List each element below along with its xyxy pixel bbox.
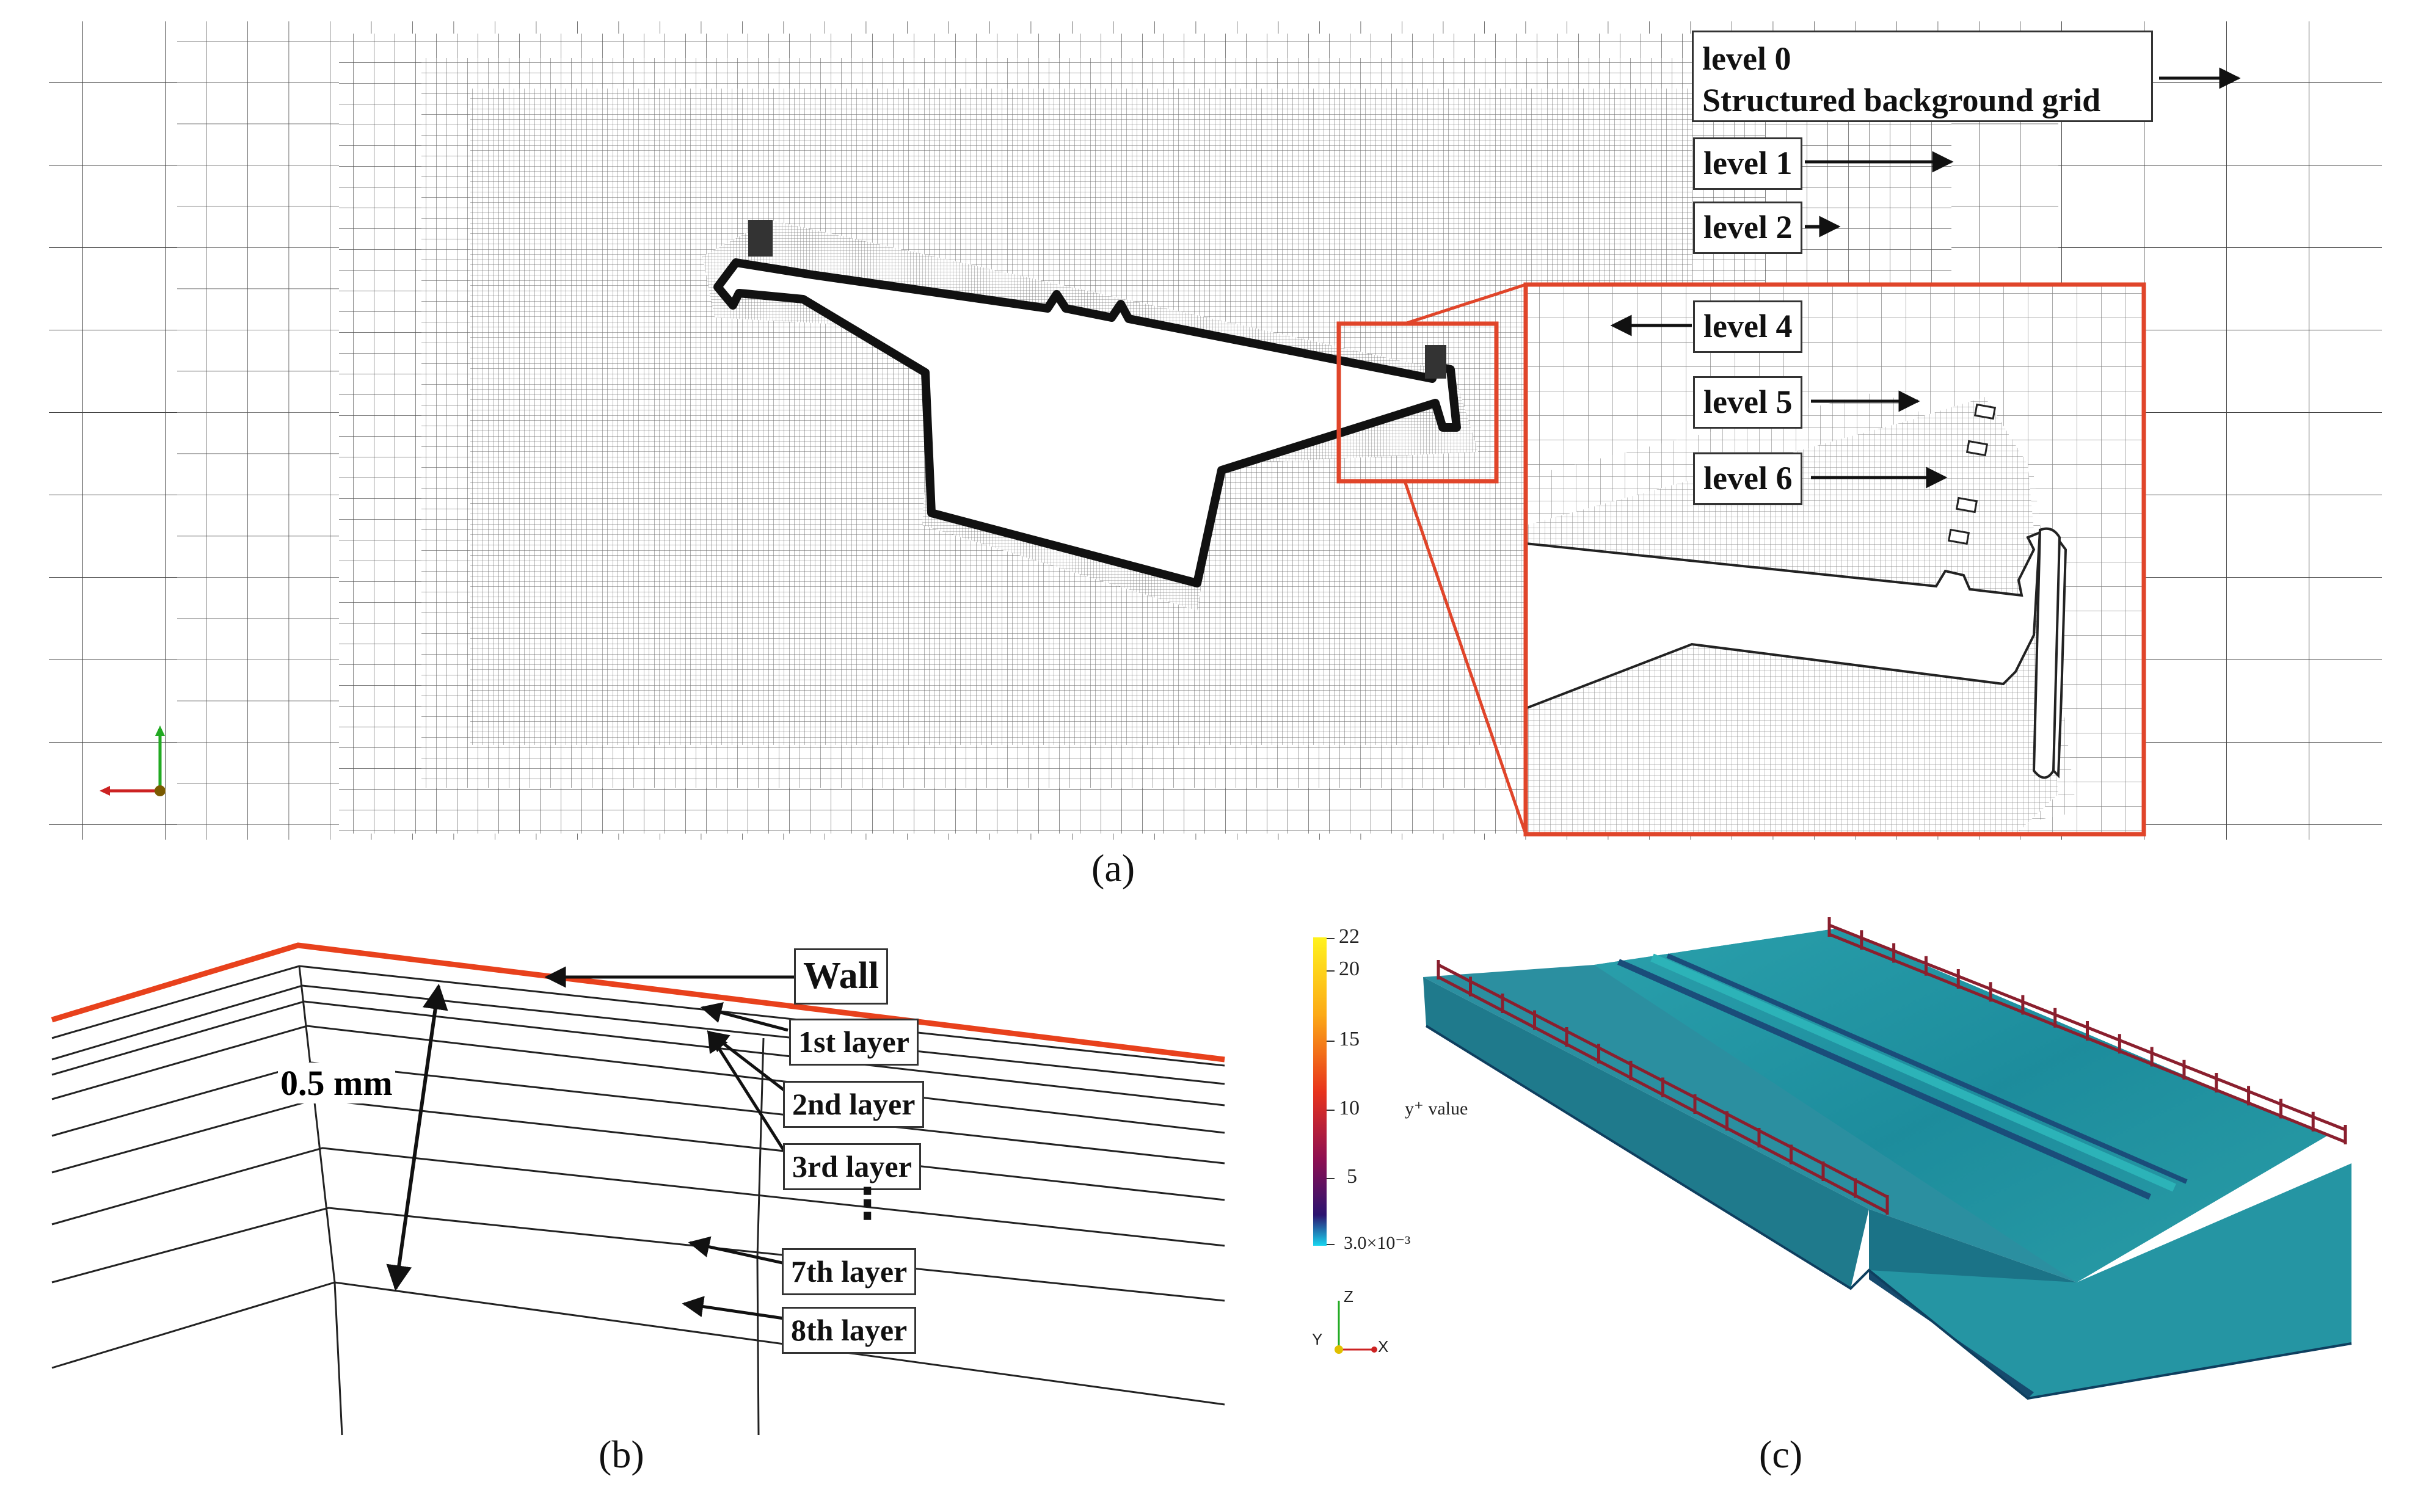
panel-b-boundary-layers: [51, 942, 1225, 1436]
colorbar-tick-min: 3.0×10⁻³: [1344, 1233, 1411, 1253]
level0-line1: level 0: [1702, 40, 1791, 77]
colorbar-tick-15: 15: [1339, 1028, 1360, 1050]
layer-label-1st: 1st layer: [789, 1019, 919, 1066]
level4-label: level 4: [1693, 300, 1803, 353]
level0-line2: Structured background grid: [1702, 81, 2101, 118]
zoom-inset: [1523, 282, 2146, 837]
colorbar-title: y⁺ value: [1405, 1099, 1468, 1119]
layer-ellipsis: ⋮: [846, 1179, 889, 1229]
caption-b: (b): [599, 1433, 644, 1476]
colorbar-tick-10: 10: [1339, 1097, 1360, 1119]
level0-label: level 0 Structured background grid: [1692, 31, 2153, 122]
layer-label-2nd: 2nd layer: [783, 1081, 925, 1128]
colorbar-tick-22: 22: [1339, 925, 1360, 948]
axis-triad-icon: [100, 725, 166, 796]
bridge-section: [713, 258, 1461, 587]
colorbar-tick-20: 20: [1339, 958, 1360, 980]
axis-x-label: X: [1378, 1337, 1389, 1356]
level6-label: level 6: [1693, 453, 1803, 505]
thickness-label: 0.5 mm: [278, 1063, 395, 1103]
axis-triad-icon: [1335, 1301, 1377, 1354]
colorbar-tick-5: 5: [1347, 1165, 1357, 1188]
wall-label: Wall: [794, 948, 889, 1005]
level1-label: level 1: [1693, 137, 1803, 190]
zoom-source-box: [1336, 321, 1499, 484]
panel-c-bridge-render: [1313, 917, 2352, 1400]
caption-a: (a): [1091, 846, 1135, 890]
colorbar: [1313, 937, 1327, 1246]
level2-label: level 2: [1693, 202, 1803, 254]
layer-label-8th: 8th layer: [782, 1307, 917, 1354]
level5-label: level 5: [1693, 376, 1803, 429]
layer-label-7th: 7th layer: [782, 1248, 917, 1295]
axis-z-label: Z: [1344, 1287, 1353, 1306]
axis-y-label: Y: [1312, 1330, 1323, 1348]
caption-c: (c): [1759, 1433, 1803, 1476]
layer-label-3rd: 3rd layer: [783, 1143, 921, 1190]
